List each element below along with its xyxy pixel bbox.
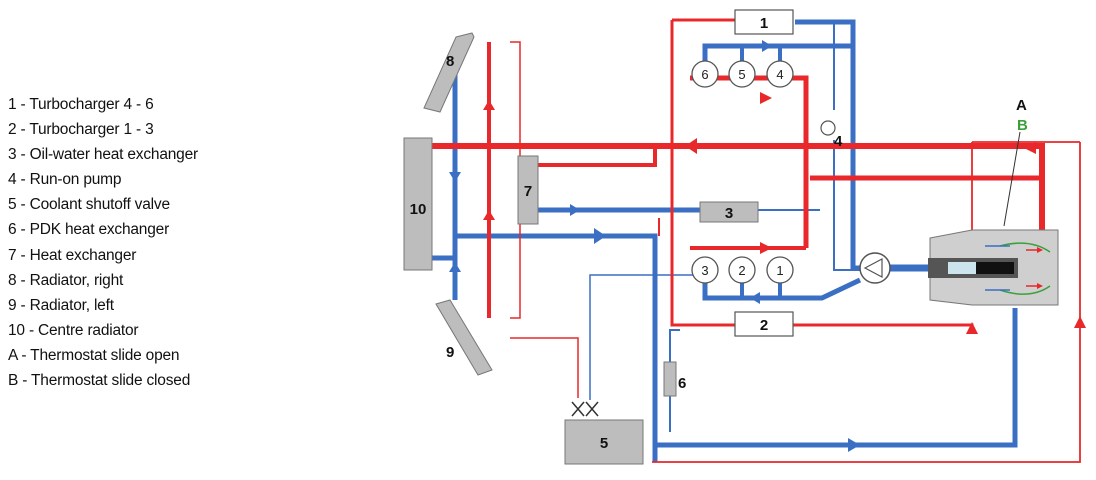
flow-arrow <box>760 242 772 254</box>
flow-arrow <box>594 228 606 244</box>
pdk-heat-exchanger-box <box>663 361 677 397</box>
legend-item-5: 5 - Coolant shutoff valve <box>8 196 170 214</box>
coolant-shutoff-valve-box <box>564 419 644 465</box>
flow-arrow <box>999 285 1051 295</box>
flow-arrows <box>449 40 1086 452</box>
cylinder-circle <box>728 256 756 284</box>
valve-symbol <box>585 401 599 417</box>
flow-arrow <box>685 138 697 154</box>
cylinder-label: 6 <box>701 67 708 82</box>
legend-item-9: 9 - Radiator, left <box>8 296 114 314</box>
turbocharger-1-box <box>734 9 794 35</box>
cylinder-label: 2 <box>738 263 745 278</box>
legend-item-8: 8 - Radiator, right <box>8 271 124 289</box>
turbocharger-2-box <box>734 311 794 337</box>
label-9: 9 <box>446 344 454 361</box>
valve-symbol <box>571 401 585 417</box>
label-4: 4 <box>834 133 843 150</box>
label-3: 3 <box>725 205 733 222</box>
label-5: 5 <box>600 435 608 452</box>
legend-item-7: 7 - Heat exchanger <box>8 246 137 264</box>
legend-item-6: 6 - PDK heat exchanger <box>8 221 170 239</box>
thermostat-slide <box>976 262 1014 274</box>
flow-arrow <box>848 438 860 452</box>
legend-item-10: 10 - Centre radiator <box>8 321 139 339</box>
run-on-pump-symbol <box>820 120 836 136</box>
flow-arrow <box>483 210 495 220</box>
label-1: 1 <box>760 15 768 32</box>
thermostat-slide <box>948 262 976 274</box>
flow-arrow <box>762 40 772 52</box>
label-2: 2 <box>760 317 768 334</box>
component-legend: 1 - Turbocharger 4 - 6 2 - Turbocharger … <box>8 92 198 393</box>
oil-water-heat-exchanger-box <box>699 201 759 223</box>
label-10: 10 <box>410 201 427 218</box>
flow-arrow <box>966 322 978 334</box>
cylinder-circle <box>728 60 756 88</box>
cylinder-label: 3 <box>701 263 708 278</box>
legend-item-2: 2 - Turbocharger 1 - 3 <box>8 121 154 139</box>
cylinder-label: 4 <box>776 67 783 82</box>
cylinder-circle <box>691 256 719 284</box>
flow-arrow <box>449 262 461 272</box>
flow-arrow <box>1074 316 1086 328</box>
radiator-right <box>423 32 475 113</box>
legend-item-1: 1 - Turbocharger 4 - 6 <box>8 96 154 113</box>
flow-arrow <box>570 204 580 216</box>
cylinder-label: 5 <box>738 67 745 82</box>
components: 1 2 3 4 5 6 7 8 <box>403 9 1059 465</box>
pointer-line <box>1003 131 1021 227</box>
cylinder-label: 1 <box>776 263 783 278</box>
legend-item-3: 3 - Oil-water heat exchanger <box>8 146 198 164</box>
legend-item-B: B - Thermostat slide closed <box>8 372 191 390</box>
label-A: A <box>1016 97 1027 114</box>
flow-arrow <box>449 172 461 182</box>
coolant-pump-symbol <box>863 258 883 278</box>
cylinder-circle <box>766 60 794 88</box>
flow-arrow <box>760 92 772 104</box>
radiator-left <box>435 299 493 376</box>
centre-radiator <box>403 137 433 271</box>
cylinder-circle <box>691 60 719 88</box>
flow-arrow <box>750 292 760 304</box>
label-8: 8 <box>446 53 454 70</box>
flow-arrow <box>483 100 495 110</box>
flow-arrow <box>999 242 1051 253</box>
legend-item-A: A - Thermostat slide open <box>8 346 180 364</box>
heat-exchanger-box <box>517 155 539 225</box>
legend-item-4: 4 - Run-on pump <box>8 171 122 189</box>
label-6: 6 <box>678 375 686 392</box>
label-B: B <box>1017 117 1028 134</box>
label-7: 7 <box>524 183 532 200</box>
cylinder-circle <box>766 256 794 284</box>
flow-arrow <box>1024 142 1036 154</box>
